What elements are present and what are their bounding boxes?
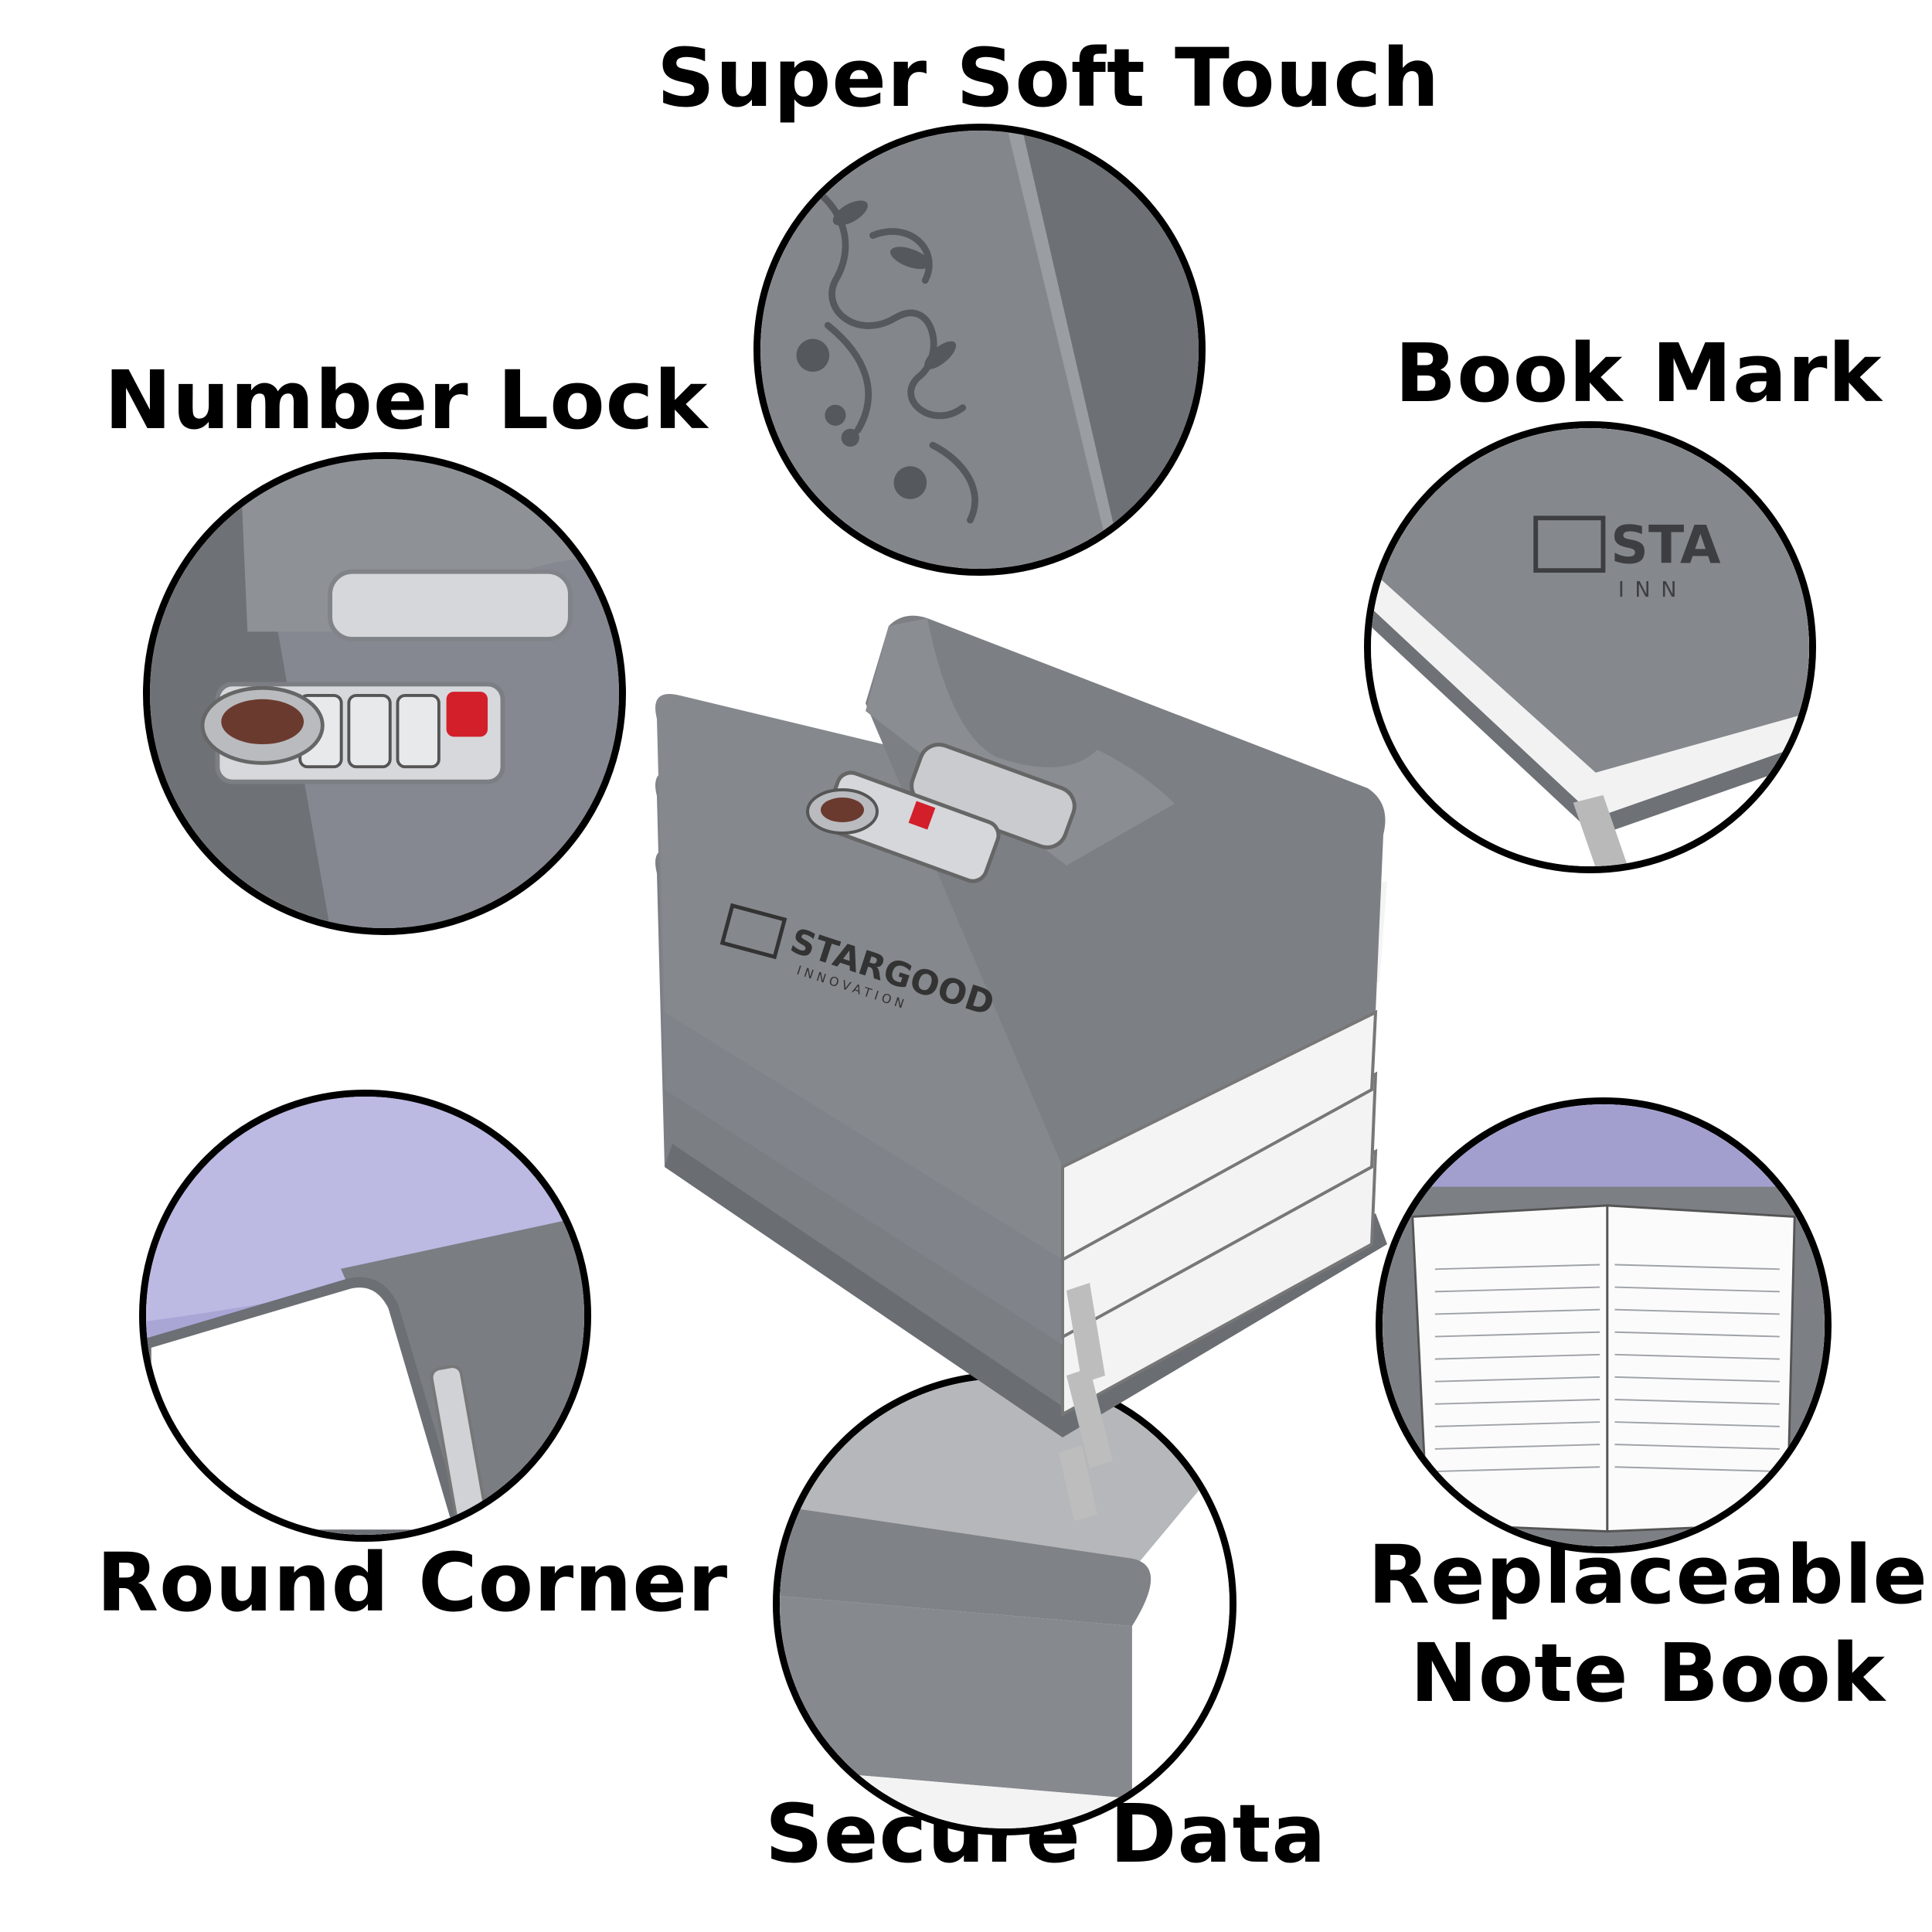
secure-data-image [780,1379,1230,1828]
label-replaceable-note-book: Replaceable Note Book [1368,1526,1928,1723]
bookmark-logo-text: STA [1611,514,1721,575]
open-notebook-image [1383,1104,1825,1546]
center-notebook-stack: STARGOOD INNOVATION [634,611,1461,1522]
circle-soft-touch-closeup [753,124,1206,576]
circle-book-mark-closeup: STA INN [1364,421,1816,873]
label-book-mark: Book Mark [1395,326,1883,420]
label-super-soft-touch: Super Soft Touch [657,31,1440,125]
round-corner-image [146,1097,584,1535]
embossed-floral-image [760,131,1199,569]
circle-round-corner-closeup [139,1090,591,1542]
label-replaceable-line2: Note Book [1410,1625,1886,1720]
bookmark-logo-subtext: INN [1618,578,1687,602]
circle-secure-data-closeup [773,1372,1236,1835]
bookmark-ribbon-image: STA INN [1371,428,1809,866]
label-number-lock: Number Lock [104,353,709,447]
label-round-corner: Round Corner [97,1536,729,1630]
circle-number-lock-closeup [143,452,626,935]
notebook-stack-image: STARGOOD INNOVATION [655,615,1387,1521]
number-lock-image [150,459,619,928]
circle-replaceable-notebook-closeup [1376,1097,1832,1553]
